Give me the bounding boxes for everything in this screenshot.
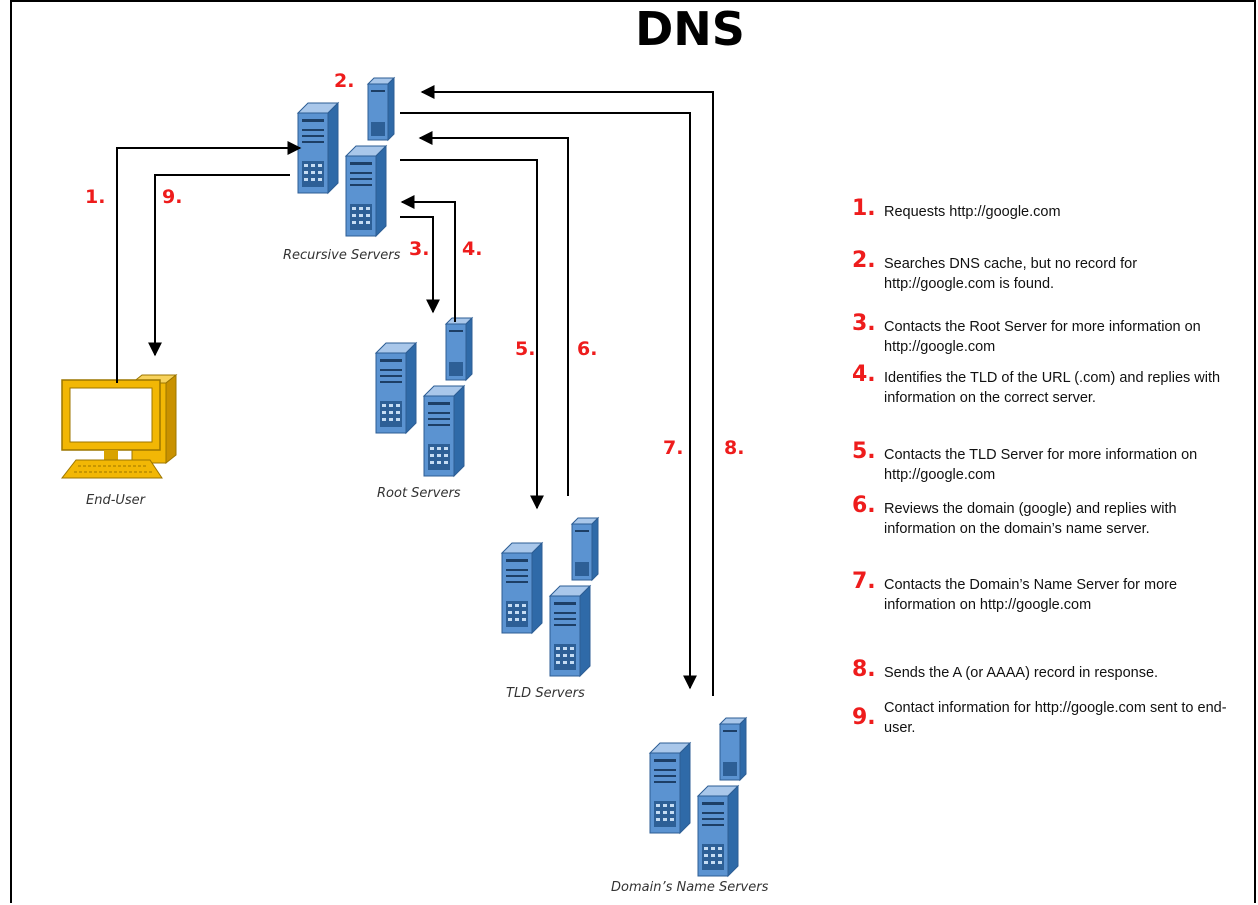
step-text: Requests http://google.com: [884, 204, 1061, 220]
step-number: 9.: [852, 705, 876, 730]
diagram-frame: [10, 0, 1256, 903]
arrow-5: [400, 159, 544, 510]
root-servers-icon: [376, 318, 472, 476]
domain-name-servers-label: Domain’s Name Servers: [611, 880, 769, 895]
tld-servers-label: TLD Servers: [506, 686, 585, 701]
diagram-title: DNS: [635, 2, 745, 56]
step-text: Reviews the domain (google) and replies …: [884, 501, 1177, 537]
step-text: Sends the A (or AAAA) record in response…: [884, 665, 1159, 681]
root-servers-label: Root Servers: [377, 486, 461, 501]
arrow-7: [400, 112, 697, 690]
end-user-computer-icon: [60, 373, 178, 479]
tld-servers-icon: [502, 518, 598, 676]
arrow-number-2: 2.: [334, 70, 355, 92]
step-number: 2.: [852, 248, 876, 273]
arrow-number-6: 6.: [577, 338, 598, 360]
step-number: 5.: [852, 439, 876, 464]
arrow-number-5: 5.: [515, 338, 536, 360]
step-text: Contacts the Domain’s Name Server for mo…: [884, 577, 1178, 613]
step-number: 1.: [852, 196, 876, 221]
recursive-servers-icon: [298, 78, 394, 236]
arrow-number-9: 9.: [162, 186, 183, 208]
arrow-1: [116, 141, 302, 383]
arrow-9: [148, 174, 290, 357]
arrow-8: [420, 85, 714, 696]
step-number: 6.: [852, 493, 876, 518]
arrow-number-8: 8.: [724, 437, 745, 459]
arrow-4: [400, 195, 456, 322]
arrow-6: [418, 131, 569, 496]
step-text: Identifies the TLD of the URL (.com) and…: [884, 370, 1221, 406]
step-number: 4.: [852, 362, 876, 387]
end-user-label: End-User: [86, 493, 146, 508]
arrow-number-4: 4.: [462, 238, 483, 260]
arrow-number-3: 3.: [409, 238, 430, 260]
recursive-servers-label: Recursive Servers: [283, 248, 401, 263]
step-number: 7.: [852, 569, 876, 594]
step-text: Contacts the Root Server for more inform…: [884, 319, 1201, 355]
domain-name-servers-icon: [650, 718, 746, 876]
arrow-number-1: 1.: [85, 186, 106, 208]
step-text: Searches DNS cache, but no record for ht…: [884, 256, 1138, 292]
step-number: 3.: [852, 311, 876, 336]
step-text: Contact information for http://google.co…: [884, 700, 1227, 736]
arrow-3: [400, 216, 440, 314]
step-number: 8.: [852, 657, 876, 682]
arrow-number-7: 7.: [663, 437, 684, 459]
step-text: Contacts the TLD Server for more informa…: [884, 447, 1198, 483]
